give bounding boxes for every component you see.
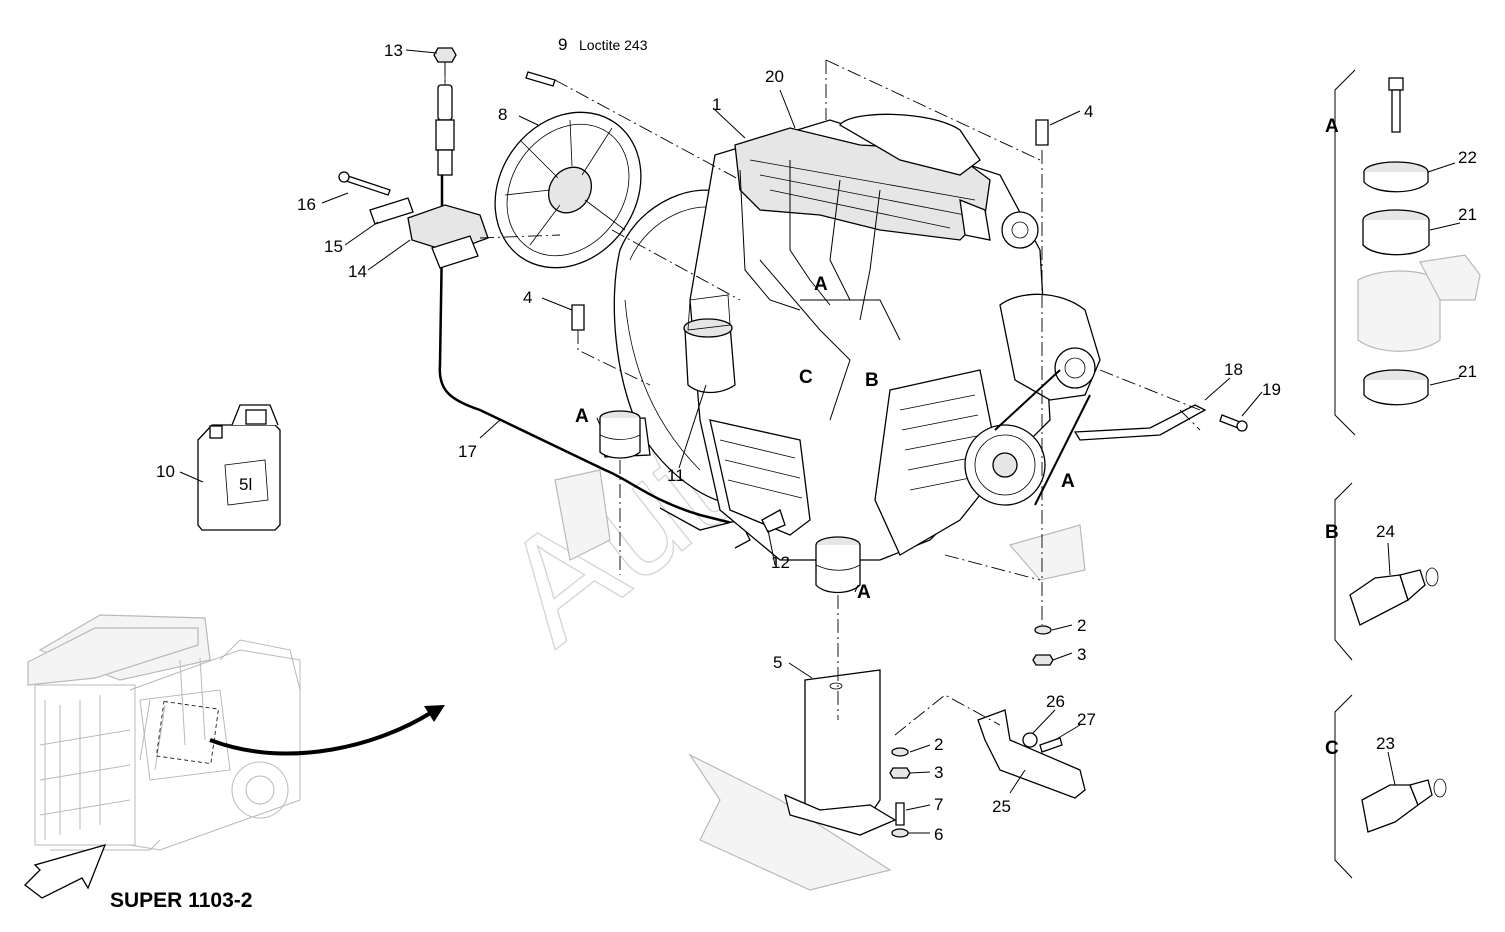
oil-canister: 5l [197, 404, 281, 531]
callout-9: 9 [558, 35, 567, 54]
callout-2-top: 2 [1077, 616, 1086, 635]
callout-8: 8 [498, 105, 507, 124]
marker-c: C [799, 367, 813, 388]
mount-bracket [554, 469, 1086, 891]
detail-panel-a [1334, 69, 1481, 436]
marker-b: B [865, 370, 879, 391]
callout-3-bottom: 3 [934, 763, 943, 782]
callout-10: 10 [156, 462, 175, 481]
canister-volume-label: 5l [239, 475, 252, 494]
callout-4-top: 4 [1084, 102, 1093, 121]
dipstick-assembly [338, 47, 751, 549]
engine-mount-rear [599, 410, 641, 459]
marker-a-side: A [1061, 471, 1075, 492]
model-label: SUPER 1103-2 [110, 889, 252, 912]
callout-26: 26 [1046, 692, 1065, 711]
callout-11: 11 [667, 466, 685, 485]
loctite-note: Loctite 243 [579, 37, 648, 53]
marker-a-head: A [814, 274, 828, 295]
callout-20: 20 [765, 67, 784, 86]
callout-3-top: 3 [1077, 645, 1086, 664]
callout-24-text: 24 [1376, 522, 1395, 541]
leader-lines [179, 49, 1461, 834]
detail-markers: A B C A A A A B C [575, 116, 1339, 759]
callout-labels: 13 9 Loctite 243 20 1 8 4 16 15 14 4 10 … [156, 35, 1477, 844]
callout-14: 14 [348, 262, 367, 281]
callout-23-text: 23 [1376, 734, 1395, 753]
callout-labels-extra: 12 7 22 24 23 [771, 148, 1477, 814]
detail-panel-b [1334, 482, 1439, 661]
callout-25: 25 [992, 797, 1011, 816]
detail-a-label: A [1325, 116, 1339, 137]
flywheel-plate [494, 71, 642, 269]
callout-15: 15 [324, 237, 343, 256]
callout-6: 6 [934, 825, 943, 844]
callout-4-mid: 4 [523, 288, 532, 307]
machine-overview-illustration [24, 614, 445, 899]
engine-mount-front [815, 536, 861, 594]
alignment-lines [444, 59, 1201, 736]
callout-21-bottom: 21 [1458, 362, 1477, 381]
callout-27: 27 [1077, 710, 1096, 729]
callout-5: 5 [773, 653, 782, 672]
callout-17: 17 [458, 442, 477, 461]
sensor-bracket [977, 709, 1086, 799]
callout-7-text: 7 [934, 795, 943, 814]
callout-13: 13 [384, 41, 403, 60]
callout-19: 19 [1262, 380, 1281, 399]
callout-18: 18 [1224, 360, 1243, 379]
engine-block [599, 113, 1248, 561]
detail-c-label: C [1325, 738, 1339, 759]
callout-21-top: 21 [1458, 205, 1477, 224]
callout-1: 1 [712, 95, 721, 114]
detail-b-label: B [1325, 522, 1339, 543]
marker-a-front-mount: A [857, 582, 871, 603]
callout-2-bottom: 2 [934, 735, 943, 754]
detail-panel-c [1334, 694, 1447, 879]
callout-22-text: 22 [1458, 148, 1477, 167]
fasteners [571, 119, 1054, 838]
callout-12-text: 12 [771, 553, 790, 572]
marker-a-rear-mount: A [575, 406, 589, 427]
callout-16: 16 [297, 195, 316, 214]
